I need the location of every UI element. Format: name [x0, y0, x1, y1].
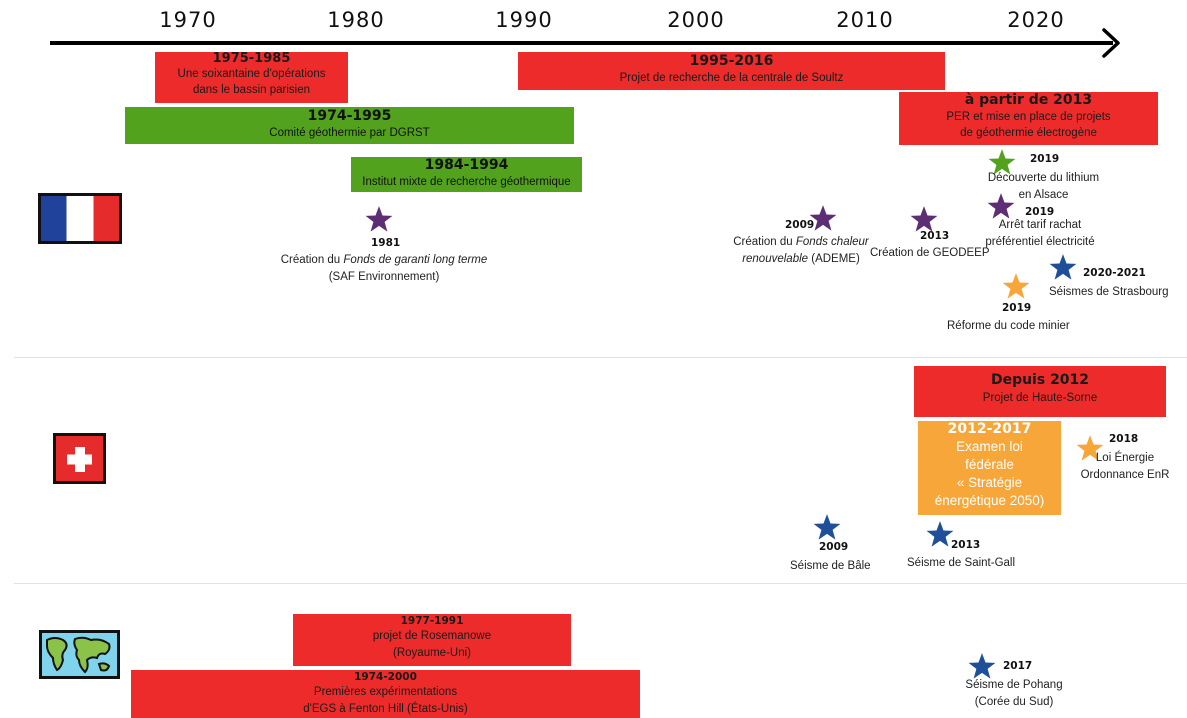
- axis-year-1990: 1990: [495, 8, 553, 32]
- bar-years: 2012-2017: [947, 421, 1032, 437]
- event-text: (SAF Environnement): [328, 271, 440, 283]
- world-map-icon: [39, 630, 120, 679]
- event-fonds-garanti: Création du Fonds de garanti long terme …: [264, 252, 504, 286]
- blue-star-icon: [968, 652, 996, 680]
- event-tarif-rachat: Arrêt tarif rachat préférentiel électric…: [985, 219, 1095, 248]
- bar-1974-1995: 1974-1995 Comité géothermie par DGRST: [125, 107, 574, 144]
- bar-text: projet de Rosemanowe (Royaume-Uni): [372, 630, 492, 659]
- event-year: 2013: [920, 230, 950, 242]
- event-lithium: Découverte du lithium en Alsace: [987, 172, 1100, 201]
- bar-depuis-2012: Depuis 2012 Projet de Haute-Sorne: [914, 366, 1166, 417]
- event-year: 2009: [819, 541, 849, 553]
- axis-year-1980: 1980: [327, 8, 385, 32]
- event-geodeep: Création de GEODEEP: [870, 247, 990, 259]
- event-text-italic: renouvelable: [742, 253, 809, 265]
- event-year: 2019: [1025, 206, 1055, 218]
- event-year: 2013: [951, 539, 981, 551]
- purple-star-icon: [987, 192, 1015, 220]
- bar-1974-2000: 1974-2000 Premières expérimentations d'E…: [131, 670, 640, 718]
- event-seisme-bale: Séisme de Bâle: [790, 560, 871, 572]
- bar-years: 1995-2016: [689, 53, 774, 69]
- bar-text: Comité géothermie par DGRST: [269, 127, 430, 139]
- event-seisme-saint-gall: Séisme de Saint-Gall: [907, 557, 1016, 569]
- bar-years: 1974-1995: [307, 108, 392, 124]
- event-fonds-chaleur: Création du Fonds chaleur renouvelable (…: [716, 234, 886, 268]
- event-text: Création du: [733, 236, 796, 248]
- bar-years: 1974-2000: [354, 671, 417, 683]
- event-text-italic: Fonds chaleur: [795, 236, 869, 248]
- blue-star-icon: [813, 513, 841, 541]
- event-text: (ADEME): [808, 253, 860, 265]
- bar-1977-1991: 1977-1991 projet de Rosemanowe (Royaume-…: [293, 614, 571, 666]
- section-divider: [14, 357, 1187, 358]
- purple-star-icon: [365, 205, 393, 233]
- axis-year-1970: 1970: [159, 8, 217, 32]
- event-year: 2009: [785, 219, 815, 231]
- bar-a-partir-de-2013: à partir de 2013 PER et mise en place de…: [899, 92, 1158, 145]
- event-code-minier: Réforme du code minier: [947, 320, 1070, 332]
- bar-1995-2016: 1995-2016 Projet de recherche de la cent…: [518, 52, 945, 90]
- bar-text: Une soixantaine d'opérations dans le bas…: [177, 68, 326, 96]
- bar-text: Institut mixte de recherche géothermique: [362, 176, 571, 188]
- event-year: 2018: [1109, 433, 1139, 445]
- bar-years: 1977-1991: [400, 615, 464, 627]
- bar-years: 1984-1994: [424, 157, 509, 173]
- event-seisme-pohang: Séisme de Pohang (Corée du Sud): [965, 679, 1063, 708]
- event-year: 2019: [1030, 153, 1060, 165]
- arrow-head-icon: [1102, 28, 1120, 58]
- bar-text: Examen loi fédérale « Stratégie énergéti…: [934, 439, 1045, 508]
- event-text-italic: Fonds de garanti long terme: [343, 254, 488, 266]
- axis-year-2020: 2020: [1007, 8, 1065, 32]
- event-year: 2020-2021: [1083, 267, 1146, 279]
- event-text: Création du: [280, 254, 344, 266]
- bar-text: Projet de recherche de la centrale de So…: [619, 72, 844, 84]
- bar-1975-1985: 1975-1985 Une soixantaine d'opérations d…: [155, 52, 348, 103]
- orange-star-icon: [1002, 272, 1030, 300]
- bar-years: Depuis 2012: [990, 372, 1090, 388]
- event-year: 1981: [371, 237, 401, 249]
- event-year: 2017: [1003, 660, 1033, 672]
- bar-years: 1975-1985: [212, 52, 291, 66]
- bar-2012-2017: 2012-2017 Examen loi fédérale « Stratégi…: [918, 421, 1061, 515]
- event-loi-energie: Loi Énergie Ordonnance EnR: [1080, 452, 1170, 481]
- blue-star-icon: [1049, 253, 1077, 281]
- bar-text: Projet de Haute-Sorne: [982, 392, 1098, 404]
- event-year: 2019: [1002, 302, 1032, 314]
- axis-year-2010: 2010: [836, 8, 894, 32]
- bar-text: Premières expérimentations d'EGS à Fento…: [303, 686, 468, 715]
- timeline-axis: [50, 41, 1113, 45]
- france-flag-icon: [38, 193, 122, 244]
- bar-years: à partir de 2013: [964, 92, 1093, 108]
- event-seismes-strasbourg: Séismes de Strasbourg: [1049, 286, 1169, 298]
- bar-text: PER et mise en place de projets de géoth…: [946, 111, 1111, 139]
- axis-year-2000: 2000: [667, 8, 725, 32]
- section-divider: [14, 583, 1187, 584]
- blue-star-icon: [926, 520, 954, 548]
- bar-1984-1994: 1984-1994 Institut mixte de recherche gé…: [351, 157, 582, 192]
- purple-star-icon: [910, 205, 938, 233]
- switzerland-flag-icon: [53, 433, 106, 484]
